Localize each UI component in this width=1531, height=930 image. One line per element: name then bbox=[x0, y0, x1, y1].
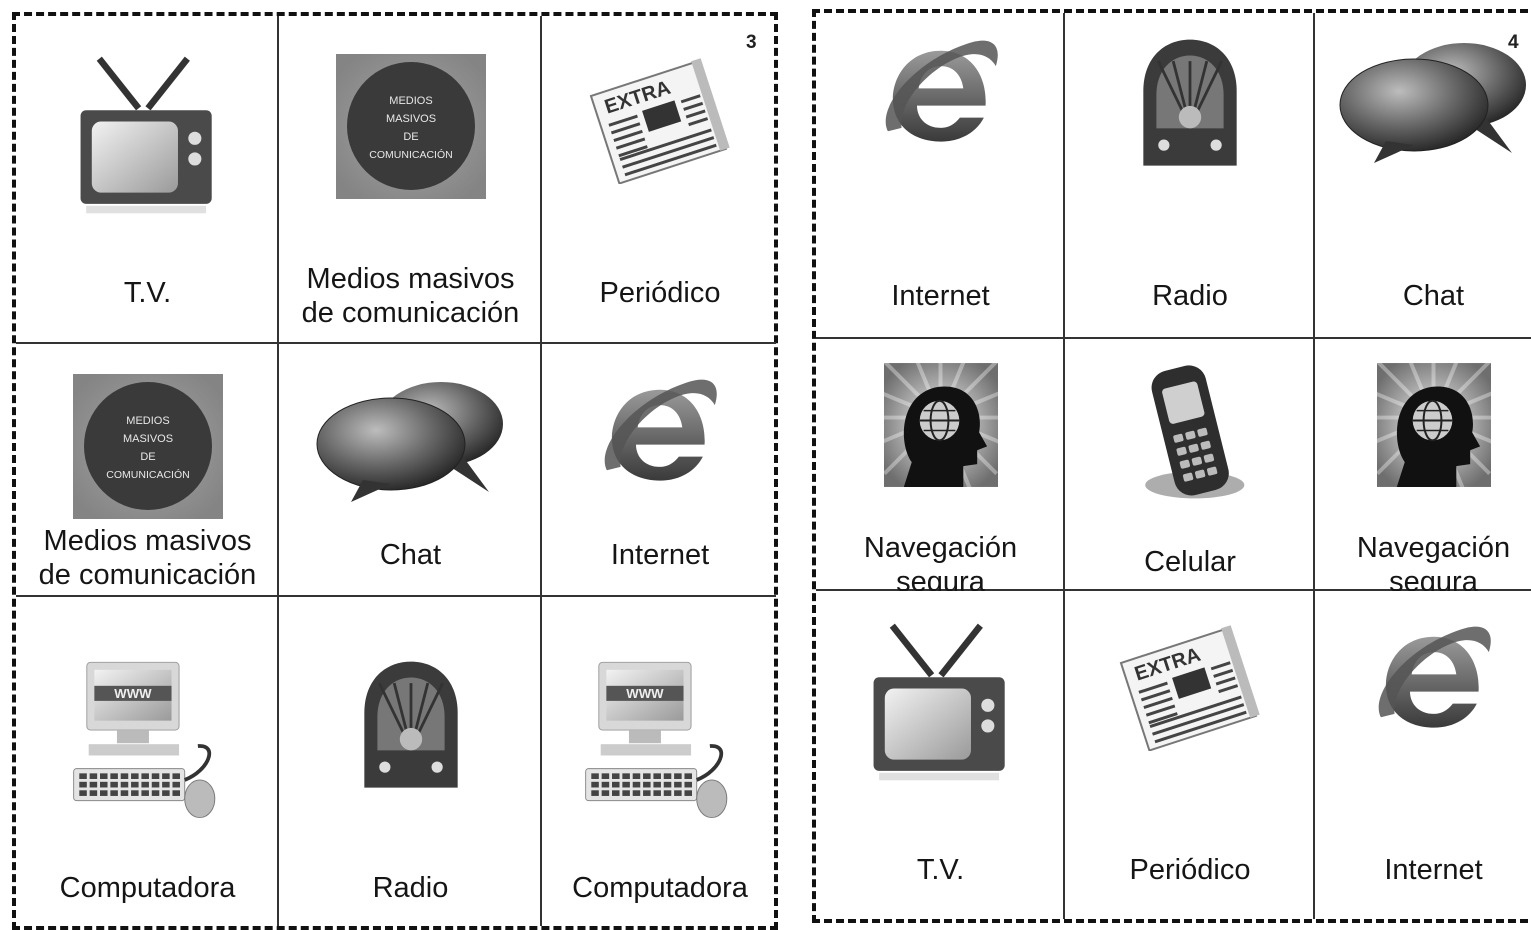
card-cell: WWW Computadora bbox=[542, 597, 778, 926]
svg-text:WWW: WWW bbox=[114, 686, 152, 701]
cell-label: Chat bbox=[1402, 280, 1465, 312]
card-cell: MEDIOS MASIVOS DE COMUNICACIÓN Medios masiv… bbox=[16, 344, 279, 597]
grid-divider bbox=[816, 589, 1531, 591]
newspaper-icon: EXTRA bbox=[542, 54, 778, 189]
mass-media-icon: MEDIOS MASIVOS DE COMUNICACIÓN bbox=[279, 54, 542, 204]
card-cell: Celular bbox=[1065, 339, 1315, 591]
internet-explorer-icon bbox=[816, 35, 1065, 152]
svg-text:COMUNICACIÓN: COMUNICACIÓN bbox=[369, 148, 452, 161]
cell-label: Radio bbox=[1152, 280, 1228, 312]
card-cell: T.V. bbox=[16, 16, 279, 344]
svg-text:MASIVOS: MASIVOS bbox=[385, 113, 435, 125]
card-cell: Radio bbox=[1065, 13, 1315, 339]
card-number: 4 bbox=[1508, 32, 1519, 53]
card-cell: WWW Computadora bbox=[16, 597, 279, 926]
svg-text:COMUNICACIÓN: COMUNICACIÓN bbox=[106, 468, 189, 481]
radio-icon bbox=[1065, 35, 1315, 180]
safe-browsing-head-icon bbox=[1315, 339, 1531, 497]
svg-text:WWW: WWW bbox=[626, 686, 664, 701]
card-cell: T.V. bbox=[816, 591, 1065, 919]
grid-divider bbox=[1313, 13, 1315, 919]
internet-explorer-icon bbox=[542, 374, 778, 491]
cell-label: Internet bbox=[891, 280, 990, 312]
internet-explorer-icon bbox=[1315, 621, 1531, 738]
cell-label: Celular bbox=[1144, 546, 1236, 578]
cell-label: Navegación segura bbox=[863, 532, 1018, 591]
card-cell: Navegación segura bbox=[816, 339, 1065, 591]
card-cell: MEDIOS MASIVOS DE COMUNICACIÓN Medios masiv… bbox=[279, 16, 542, 344]
card-cell: Chat bbox=[1315, 13, 1531, 339]
card-cell: Navegación segura bbox=[1315, 339, 1531, 591]
mass-media-icon: MEDIOS MASIVOS DE COMUNICACIÓN bbox=[16, 374, 279, 524]
card-cell: EXTRA Periódico bbox=[1065, 591, 1315, 919]
grid-divider bbox=[1063, 13, 1065, 919]
chat-icon bbox=[1315, 35, 1531, 170]
card-cell: Internet bbox=[816, 13, 1065, 339]
cell-label: Computadora bbox=[572, 872, 748, 904]
cell-label: Computadora bbox=[59, 872, 236, 904]
bingo-card-3: 3 T.V. MEDIOS MASIVOS DE COMUNICACIÓN Medio… bbox=[12, 12, 778, 930]
grid-divider bbox=[16, 342, 776, 344]
card-cell: Internet bbox=[1315, 591, 1531, 919]
computer-icon: WWW bbox=[542, 657, 778, 842]
bingo-card-4: 4 Internet Radio Chat bbox=[812, 9, 1531, 923]
computer-icon: WWW bbox=[16, 657, 279, 842]
cell-label: T.V. bbox=[123, 277, 172, 309]
grid-divider bbox=[816, 337, 1531, 339]
cell-label: Chat bbox=[379, 539, 442, 571]
grid-divider bbox=[540, 16, 542, 926]
grid-divider bbox=[16, 595, 776, 597]
tv-icon bbox=[16, 54, 279, 237]
cell-label: Radio bbox=[372, 872, 449, 904]
card-number: 3 bbox=[746, 32, 757, 53]
cell-label: Medios masivos de comunicación bbox=[38, 525, 257, 591]
cellphone-icon bbox=[1065, 363, 1315, 511]
newspaper-icon: EXTRA bbox=[1065, 621, 1315, 756]
card-cell: EXTRA Periódico bbox=[542, 16, 778, 344]
svg-text:MEDIOS: MEDIOS bbox=[389, 95, 432, 107]
svg-text:DE: DE bbox=[140, 451, 155, 463]
cell-label: Medios masivos de comunicación bbox=[301, 263, 520, 329]
radio-icon bbox=[279, 657, 542, 802]
card-cell: Chat bbox=[279, 344, 542, 597]
card-cell: Internet bbox=[542, 344, 778, 597]
cell-label: Internet bbox=[1384, 854, 1483, 886]
tv-icon bbox=[816, 621, 1065, 804]
cell-label: Periódico bbox=[1129, 854, 1251, 886]
card-cell: Radio bbox=[279, 597, 542, 926]
svg-text:DE: DE bbox=[403, 131, 418, 143]
cell-label: Internet bbox=[610, 539, 710, 571]
svg-text:MEDIOS: MEDIOS bbox=[126, 415, 169, 427]
cell-label: T.V. bbox=[916, 854, 965, 886]
safe-browsing-head-icon bbox=[816, 339, 1065, 497]
svg-text:MASIVOS: MASIVOS bbox=[122, 433, 172, 445]
cell-label: Periódico bbox=[599, 277, 721, 309]
cell-label: Navegación segura bbox=[1356, 532, 1511, 591]
chat-icon bbox=[279, 374, 542, 509]
grid-divider bbox=[277, 16, 279, 926]
